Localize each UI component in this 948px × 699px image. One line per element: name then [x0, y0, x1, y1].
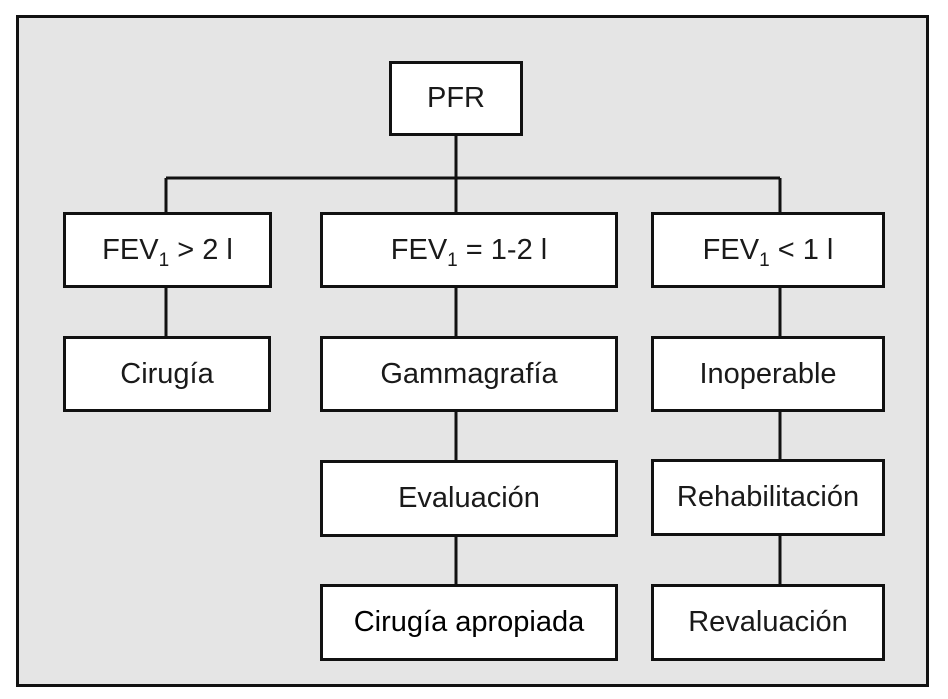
condition-node-fev1-lt-1l: FEV1 < 1 l	[651, 212, 885, 288]
step-node-revaluacion: Revaluación	[651, 584, 885, 661]
step-node-inoperable: Inoperable	[651, 336, 885, 412]
step-node-cirugia: Cirugía	[63, 336, 271, 412]
step-label: Revaluación	[688, 606, 848, 638]
root-label: PFR	[427, 82, 485, 114]
step-node-rehabilitacion: Rehabilitación	[651, 459, 885, 536]
step-node-evaluacion: Evaluación	[320, 460, 618, 537]
step-label: Cirugía	[120, 357, 214, 390]
step-label: Rehabilitación	[676, 481, 860, 513]
step-node-gammagrafia: Gammagrafía	[320, 336, 618, 412]
step-node-cirugia-apropiada: Cirugía apropiada	[320, 584, 618, 661]
condition-node-fev1-1-2l: FEV1 = 1-2 l	[320, 212, 618, 288]
step-label: Gammagrafía	[380, 357, 558, 390]
condition-label: FEV1 > 2 l	[102, 233, 233, 271]
root-node-pfr: PFR	[389, 61, 523, 136]
condition-label: FEV1 = 1-2 l	[390, 233, 548, 271]
step-label: Evaluación	[398, 482, 540, 514]
condition-node-fev1-gt-2l: FEV1 > 2 l	[63, 212, 272, 288]
condition-label: FEV1 < 1 l	[702, 233, 834, 271]
step-label: Cirugía apropiada	[353, 606, 585, 638]
step-label: Inoperable	[699, 357, 837, 390]
